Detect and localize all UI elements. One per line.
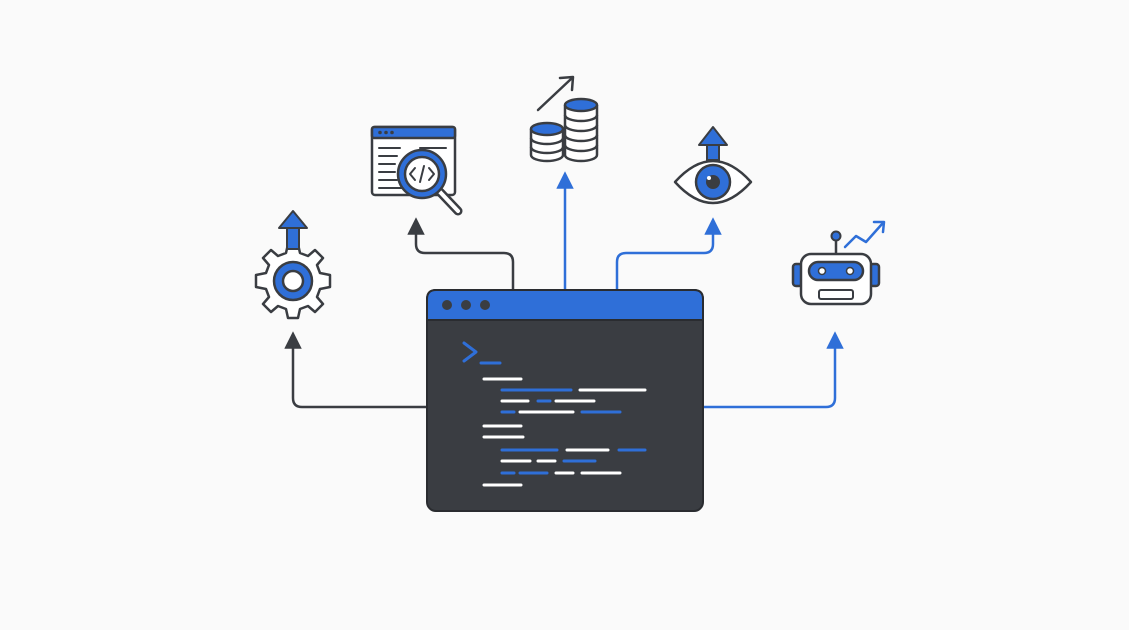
robot-growth-icon (791, 220, 886, 306)
connector-robot (703, 331, 844, 409)
code-brackets-icon (409, 165, 435, 183)
terminal-window (426, 289, 704, 512)
window-dots (442, 300, 490, 310)
connector-code-search (407, 217, 515, 290)
connector-gear (284, 331, 428, 409)
eye-up-arrow (698, 126, 728, 161)
code-lines (482, 377, 647, 487)
coin-stack-small (529, 121, 565, 163)
terminal-prompt-icon (462, 341, 502, 365)
gear-icon (254, 210, 332, 320)
coin-stack-large (563, 97, 599, 163)
connector-eye (615, 217, 722, 290)
coin-stacks-growth-icon (529, 75, 599, 163)
code-search-icon (370, 125, 463, 216)
gear-up-arrow (278, 210, 308, 250)
eye-visibility-icon (673, 126, 753, 205)
